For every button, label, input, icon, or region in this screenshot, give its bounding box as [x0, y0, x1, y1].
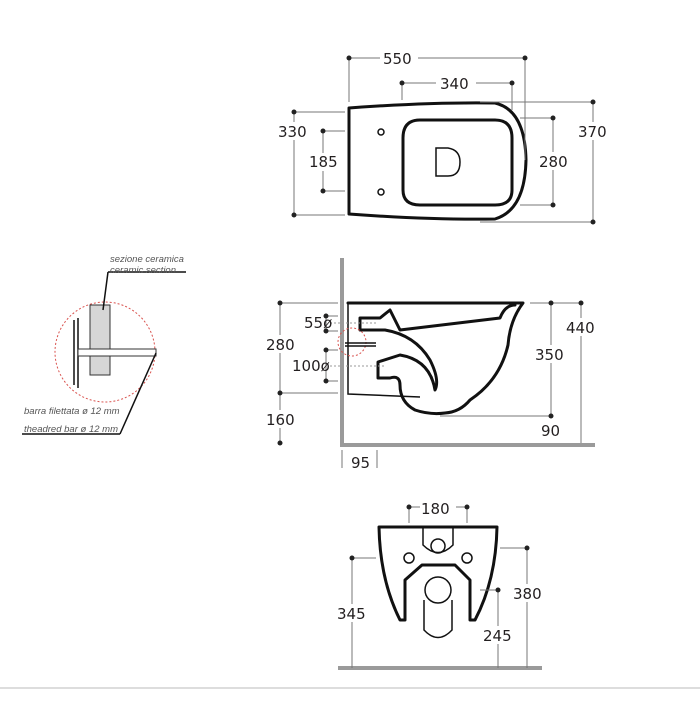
toilet-front-outline — [377, 525, 499, 622]
dim-wall-offset: 95 — [351, 454, 370, 472]
dim-fixing-width: 180 — [421, 500, 450, 518]
side-view: 280 55ø 100ø 160 350 440 90 95 — [264, 258, 599, 472]
toilet-side-outline — [346, 301, 525, 416]
bar-label-it: barra filettata ø 12 mm — [24, 406, 120, 417]
dim-width-rear: 330 — [278, 123, 307, 141]
dim-outlet-height: 245 — [483, 627, 512, 645]
dim-outlet: 100ø — [292, 357, 330, 375]
wall-line — [340, 258, 595, 447]
dim-length: 550 — [383, 50, 412, 68]
dim-height-right: 380 — [513, 585, 542, 603]
fixing-hole-icon — [377, 128, 385, 136]
dim-bowl-width: 280 — [539, 153, 568, 171]
dim-rim-height: 440 — [566, 319, 595, 337]
ceramic-label-en: ceramic section — [110, 265, 176, 276]
dim-height-fix: 280 — [266, 336, 295, 354]
bar-label-en: theadred bar ø 12 mm — [24, 424, 118, 435]
dim-bottom-clearance: 90 — [541, 422, 560, 440]
seat-outline — [347, 101, 528, 221]
front-view: 180 345 380 245 — [336, 499, 546, 670]
dim-bowl-length: 340 — [440, 75, 469, 93]
ceramic-label-it: sezione ceramica — [110, 254, 184, 265]
dim-inlet: 55ø — [304, 314, 332, 332]
dim-floor-to-outlet: 160 — [266, 411, 295, 429]
dim-rim-low: 350 — [535, 346, 564, 364]
dim-height-left: 345 — [337, 605, 366, 623]
bowl-outline — [401, 118, 514, 207]
fixing-hole-icon — [377, 188, 385, 196]
drain-d-shape — [435, 147, 461, 177]
dim-width: 370 — [578, 123, 607, 141]
dim-fixing-distance: 185 — [309, 153, 338, 171]
section-detail: sezione ceramica ceramic section barra f… — [22, 254, 186, 435]
top-view: 550 340 330 185 280 370 — [277, 50, 612, 225]
